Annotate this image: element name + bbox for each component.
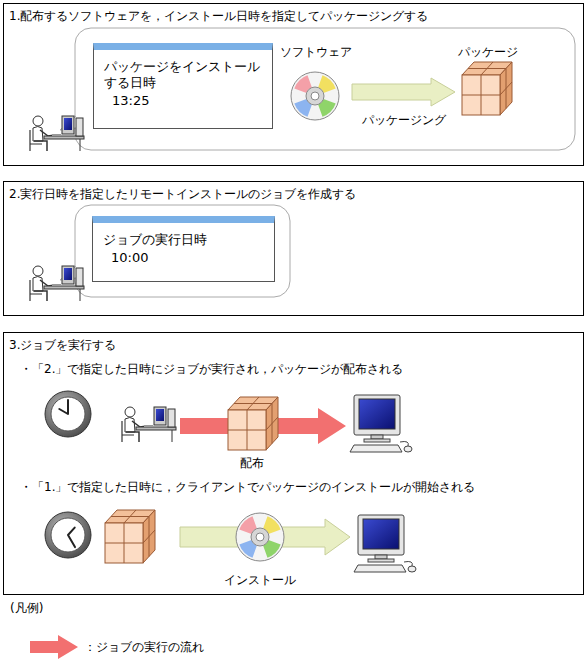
arrow-caption: 配布	[240, 455, 264, 472]
package-cube	[228, 397, 278, 450]
panel-heading: 1.配布するソフトウェアを，インストール日時を指定してパッケージングする	[9, 8, 428, 25]
dialog-window: パッケージをインストール する日時 13:25	[93, 43, 273, 129]
software-disc	[291, 72, 339, 120]
window-title: ジョブの実行日時	[103, 232, 268, 248]
arrow-caption: インストール	[224, 572, 296, 589]
window-value: 13:25	[112, 93, 272, 109]
step-panel: 1.配布するソフトウェアを，インストール日時を指定してパッケージングするパッケー…	[3, 3, 584, 166]
edge-label: パッケージング	[362, 112, 446, 129]
software-item: ソフトウェア	[280, 44, 352, 140]
legend-text: ：ジョブの実行の流れ	[84, 639, 204, 656]
client-computer	[350, 395, 412, 452]
item-label: ソフトウェア	[280, 44, 352, 61]
callout-frame	[75, 205, 290, 297]
legend-arrow-sample	[30, 635, 78, 659]
panel-heading: 2.実行日時を指定したリモートインストールのジョブを作成する	[9, 186, 356, 203]
legend-title: (凡例)	[10, 600, 43, 617]
item-label: パッケージ	[455, 44, 521, 61]
step-note: ・「2.」で指定した日時にジョブが実行され，パッケージが配布される	[20, 361, 403, 378]
step-note: ・「1.」で指定した日時に，クライアントでパッケージのインストールが開始される	[20, 479, 475, 496]
callout-frame	[75, 28, 575, 150]
window-title: パッケージをインストール する日時	[104, 59, 269, 91]
step-panel: 2.実行日時を指定したリモートインストールのジョブを作成するジョブの実行日時 10…	[3, 181, 584, 316]
package-item: パッケージ	[455, 44, 521, 140]
software-disc	[236, 513, 284, 561]
package-cube	[462, 62, 512, 115]
panel-heading: 3.ジョブを実行する	[9, 337, 116, 354]
operator-icon	[122, 407, 176, 442]
clock-icon	[45, 512, 91, 558]
packaging-arrow	[352, 78, 455, 106]
client-computer	[354, 515, 416, 572]
dialog-window: ジョブの実行日時 10:00	[92, 216, 275, 282]
clock-icon	[45, 391, 91, 437]
window-value: 10:00	[111, 250, 274, 266]
operator-icon	[30, 266, 84, 301]
operator-icon	[30, 116, 84, 151]
package-cube	[105, 510, 155, 563]
